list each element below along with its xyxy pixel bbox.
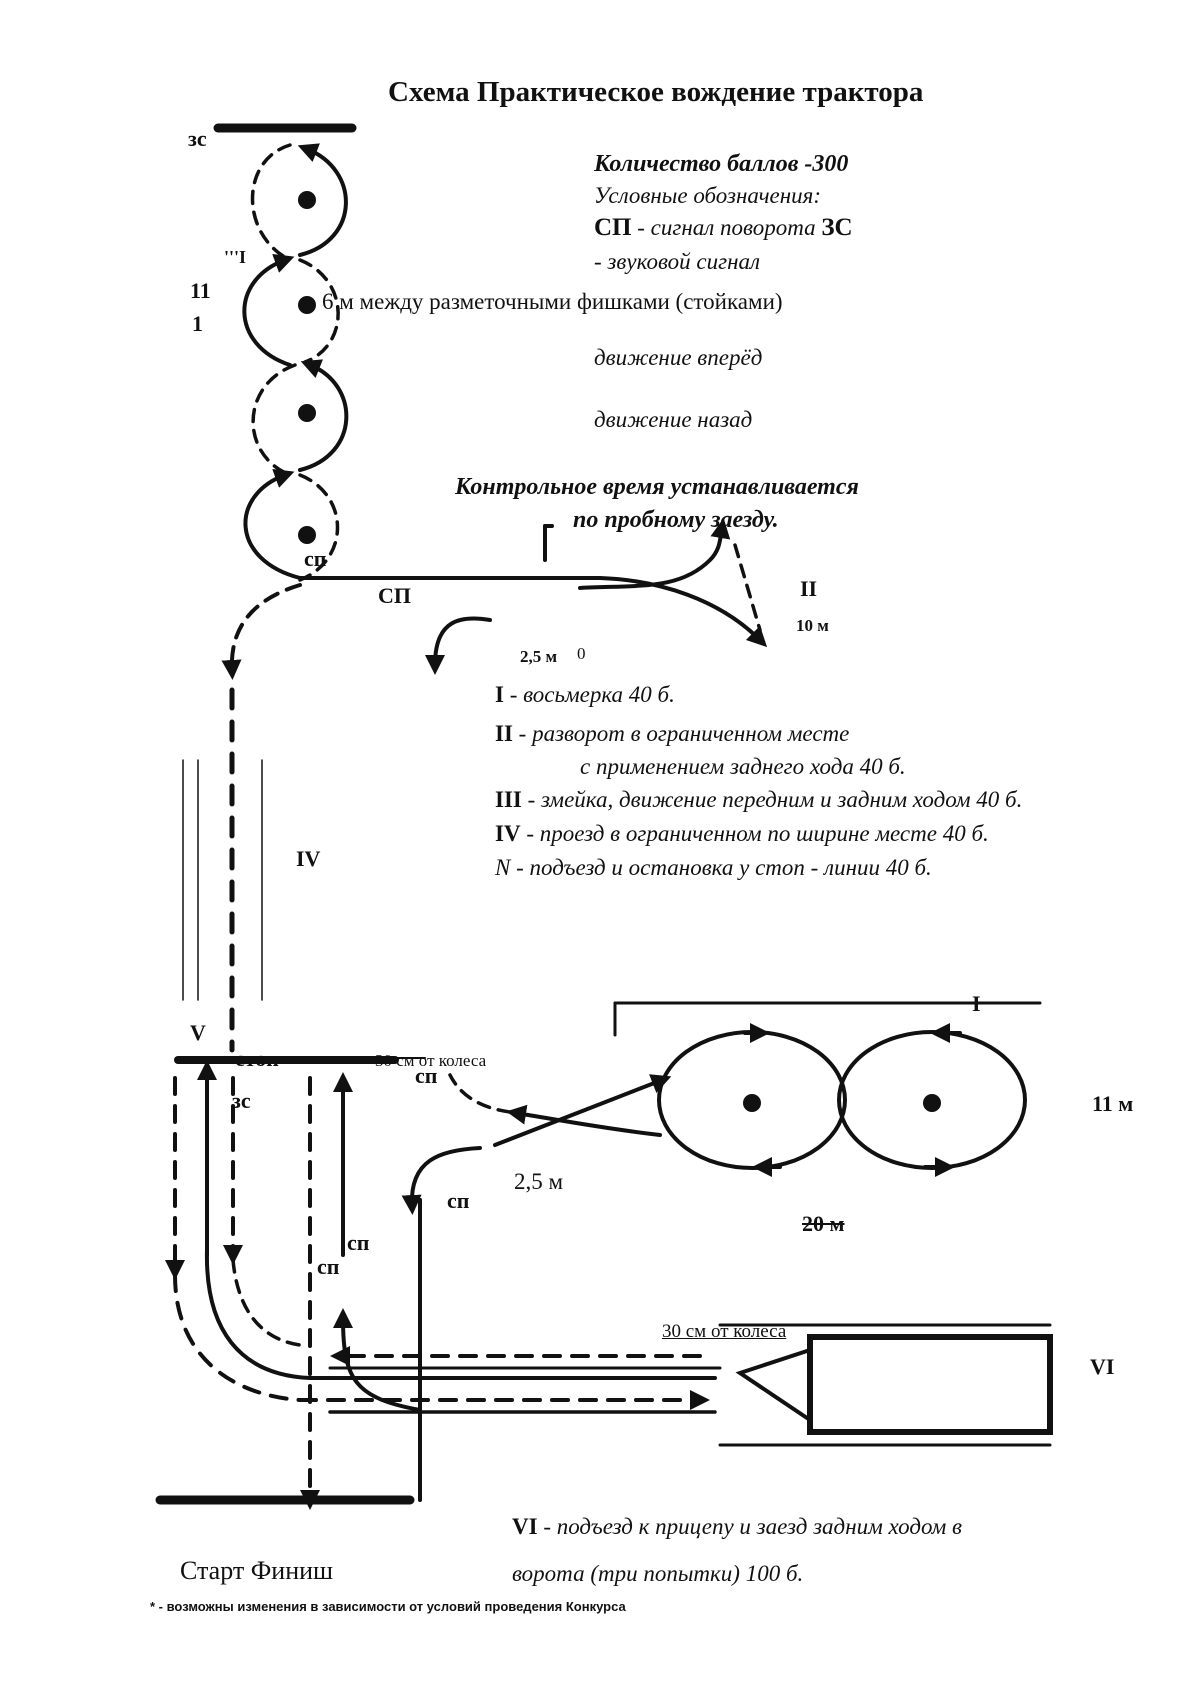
legend-zs-key: ЗС (821, 214, 853, 241)
exercise-3: III - змейка, движение передним и задним… (495, 787, 1023, 812)
label-10m: 10 м (796, 616, 829, 635)
trailer-area (328, 1323, 1053, 1447)
control-time-line2: по пробному заезду. (573, 507, 779, 533)
label-sp-top-1: сп (304, 546, 327, 571)
label-11: 11 (190, 278, 211, 303)
footnote: * - возможны изменения в зависимости от … (150, 1599, 626, 1614)
points-total: Количество баллов -300 (594, 151, 849, 177)
return-paths (165, 1060, 717, 1510)
turn-course (221, 518, 768, 680)
label-i-mark: I (972, 991, 981, 1016)
legend-backward: движение назад (594, 407, 753, 432)
label-2-5m-top: 2,5 м (520, 647, 558, 666)
label-sp-mid: сп (415, 1063, 438, 1088)
legend-forward: движение вперёд (594, 345, 763, 370)
label-stop: стоп (235, 1046, 279, 1071)
label-2-5m-bottom: 2,5 м (514, 1169, 564, 1194)
label-zero: 0 (577, 644, 586, 663)
label-1: 1 (192, 311, 203, 336)
legend-sp: СП - сигнал поворота ЗС (594, 215, 853, 240)
exercise-4: IV - проезд в ограниченном по ширине мес… (495, 821, 989, 846)
figure-eight-course (401, 1001, 1042, 1215)
label-zs-bottom: зс (232, 1088, 251, 1113)
page-title: Схема Практическое вождение трактора (388, 76, 924, 108)
label-11m: 11 м (1092, 1091, 1134, 1116)
label-sp-top-2: СП (378, 583, 411, 608)
exercise-1: I - восьмерка 40 б. (495, 682, 675, 707)
label-20m: 20 м (802, 1211, 845, 1236)
label-ii: II (800, 576, 818, 601)
control-time-line1: Контрольное время устанавливается (455, 474, 859, 500)
start-finish-label: Старт Финиш (180, 1556, 334, 1585)
marker-posts (298, 191, 316, 544)
corridor-course (182, 687, 263, 1053)
legend-sp-key: СП (594, 214, 632, 241)
distance-note: 6 м между разметочными фишками (стойками… (322, 289, 783, 314)
legend-zs-desc: - звуковой сигнал (594, 249, 761, 274)
figure-eight-posts (743, 1094, 941, 1112)
legend-sp-desc: - сигнал поворота (631, 215, 822, 240)
label-sp-lower: сп (447, 1188, 470, 1213)
serpentine-course (242, 143, 349, 582)
exercise-5: N - подъезд и остановка у стоп - линии 4… (495, 855, 932, 880)
legend-header: Условные обозначения: (594, 183, 822, 208)
label-v: V (190, 1020, 206, 1045)
label-sp-left-2: сп (317, 1254, 340, 1279)
exercise-2-cont: с применением заднего хода 40 б. (580, 754, 906, 779)
exercise-6: VI - подъезд к прицепу и заезд задним хо… (512, 1514, 963, 1539)
exercise-2: II - разворот в ограниченном месте (495, 721, 850, 746)
label-sp-left-1: сп (347, 1230, 370, 1255)
label-iii-mark: '''I (224, 247, 247, 267)
label-30cm-bottom: 30 см от колеса (662, 1321, 787, 1342)
label-vi: VI (1090, 1354, 1115, 1379)
label-30cm-top: 30 см от колеса (375, 1051, 487, 1070)
exercise-6-cont: ворота (три попытки) 100 б. (512, 1561, 804, 1586)
label-zs-top: зс (188, 126, 207, 151)
label-iv: IV (296, 846, 321, 871)
